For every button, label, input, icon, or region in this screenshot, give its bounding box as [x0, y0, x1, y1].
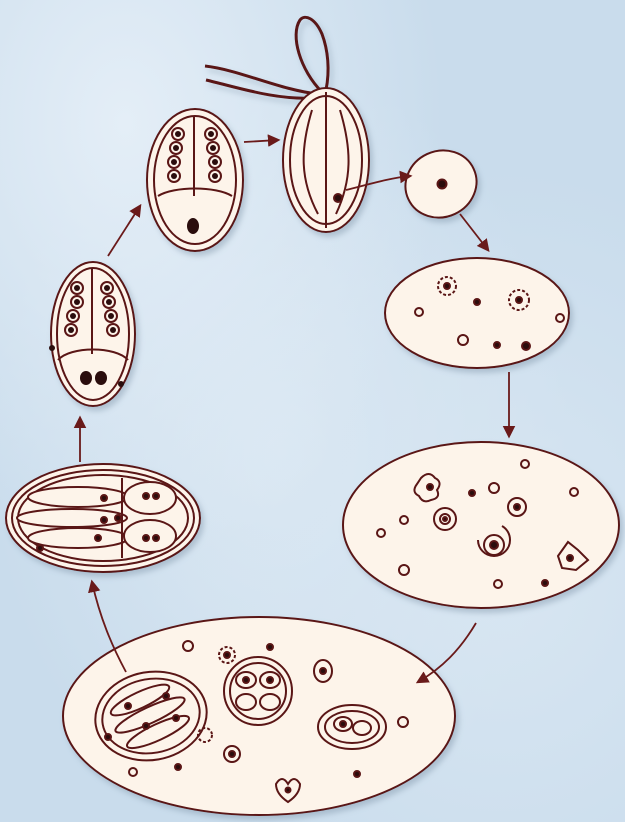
host-cell-with-oocysts	[63, 617, 455, 815]
arrow-7-to-8	[108, 206, 140, 256]
free-trophozoite	[394, 139, 487, 229]
arrow-2-to-3	[460, 214, 488, 250]
sporocyst	[49, 262, 135, 406]
host-cell-developing	[343, 442, 619, 608]
arrow-8-to-1	[244, 140, 278, 142]
host-cell-early	[385, 258, 569, 368]
mature-oocyst	[6, 464, 200, 572]
sporocyst-mature	[147, 109, 243, 251]
